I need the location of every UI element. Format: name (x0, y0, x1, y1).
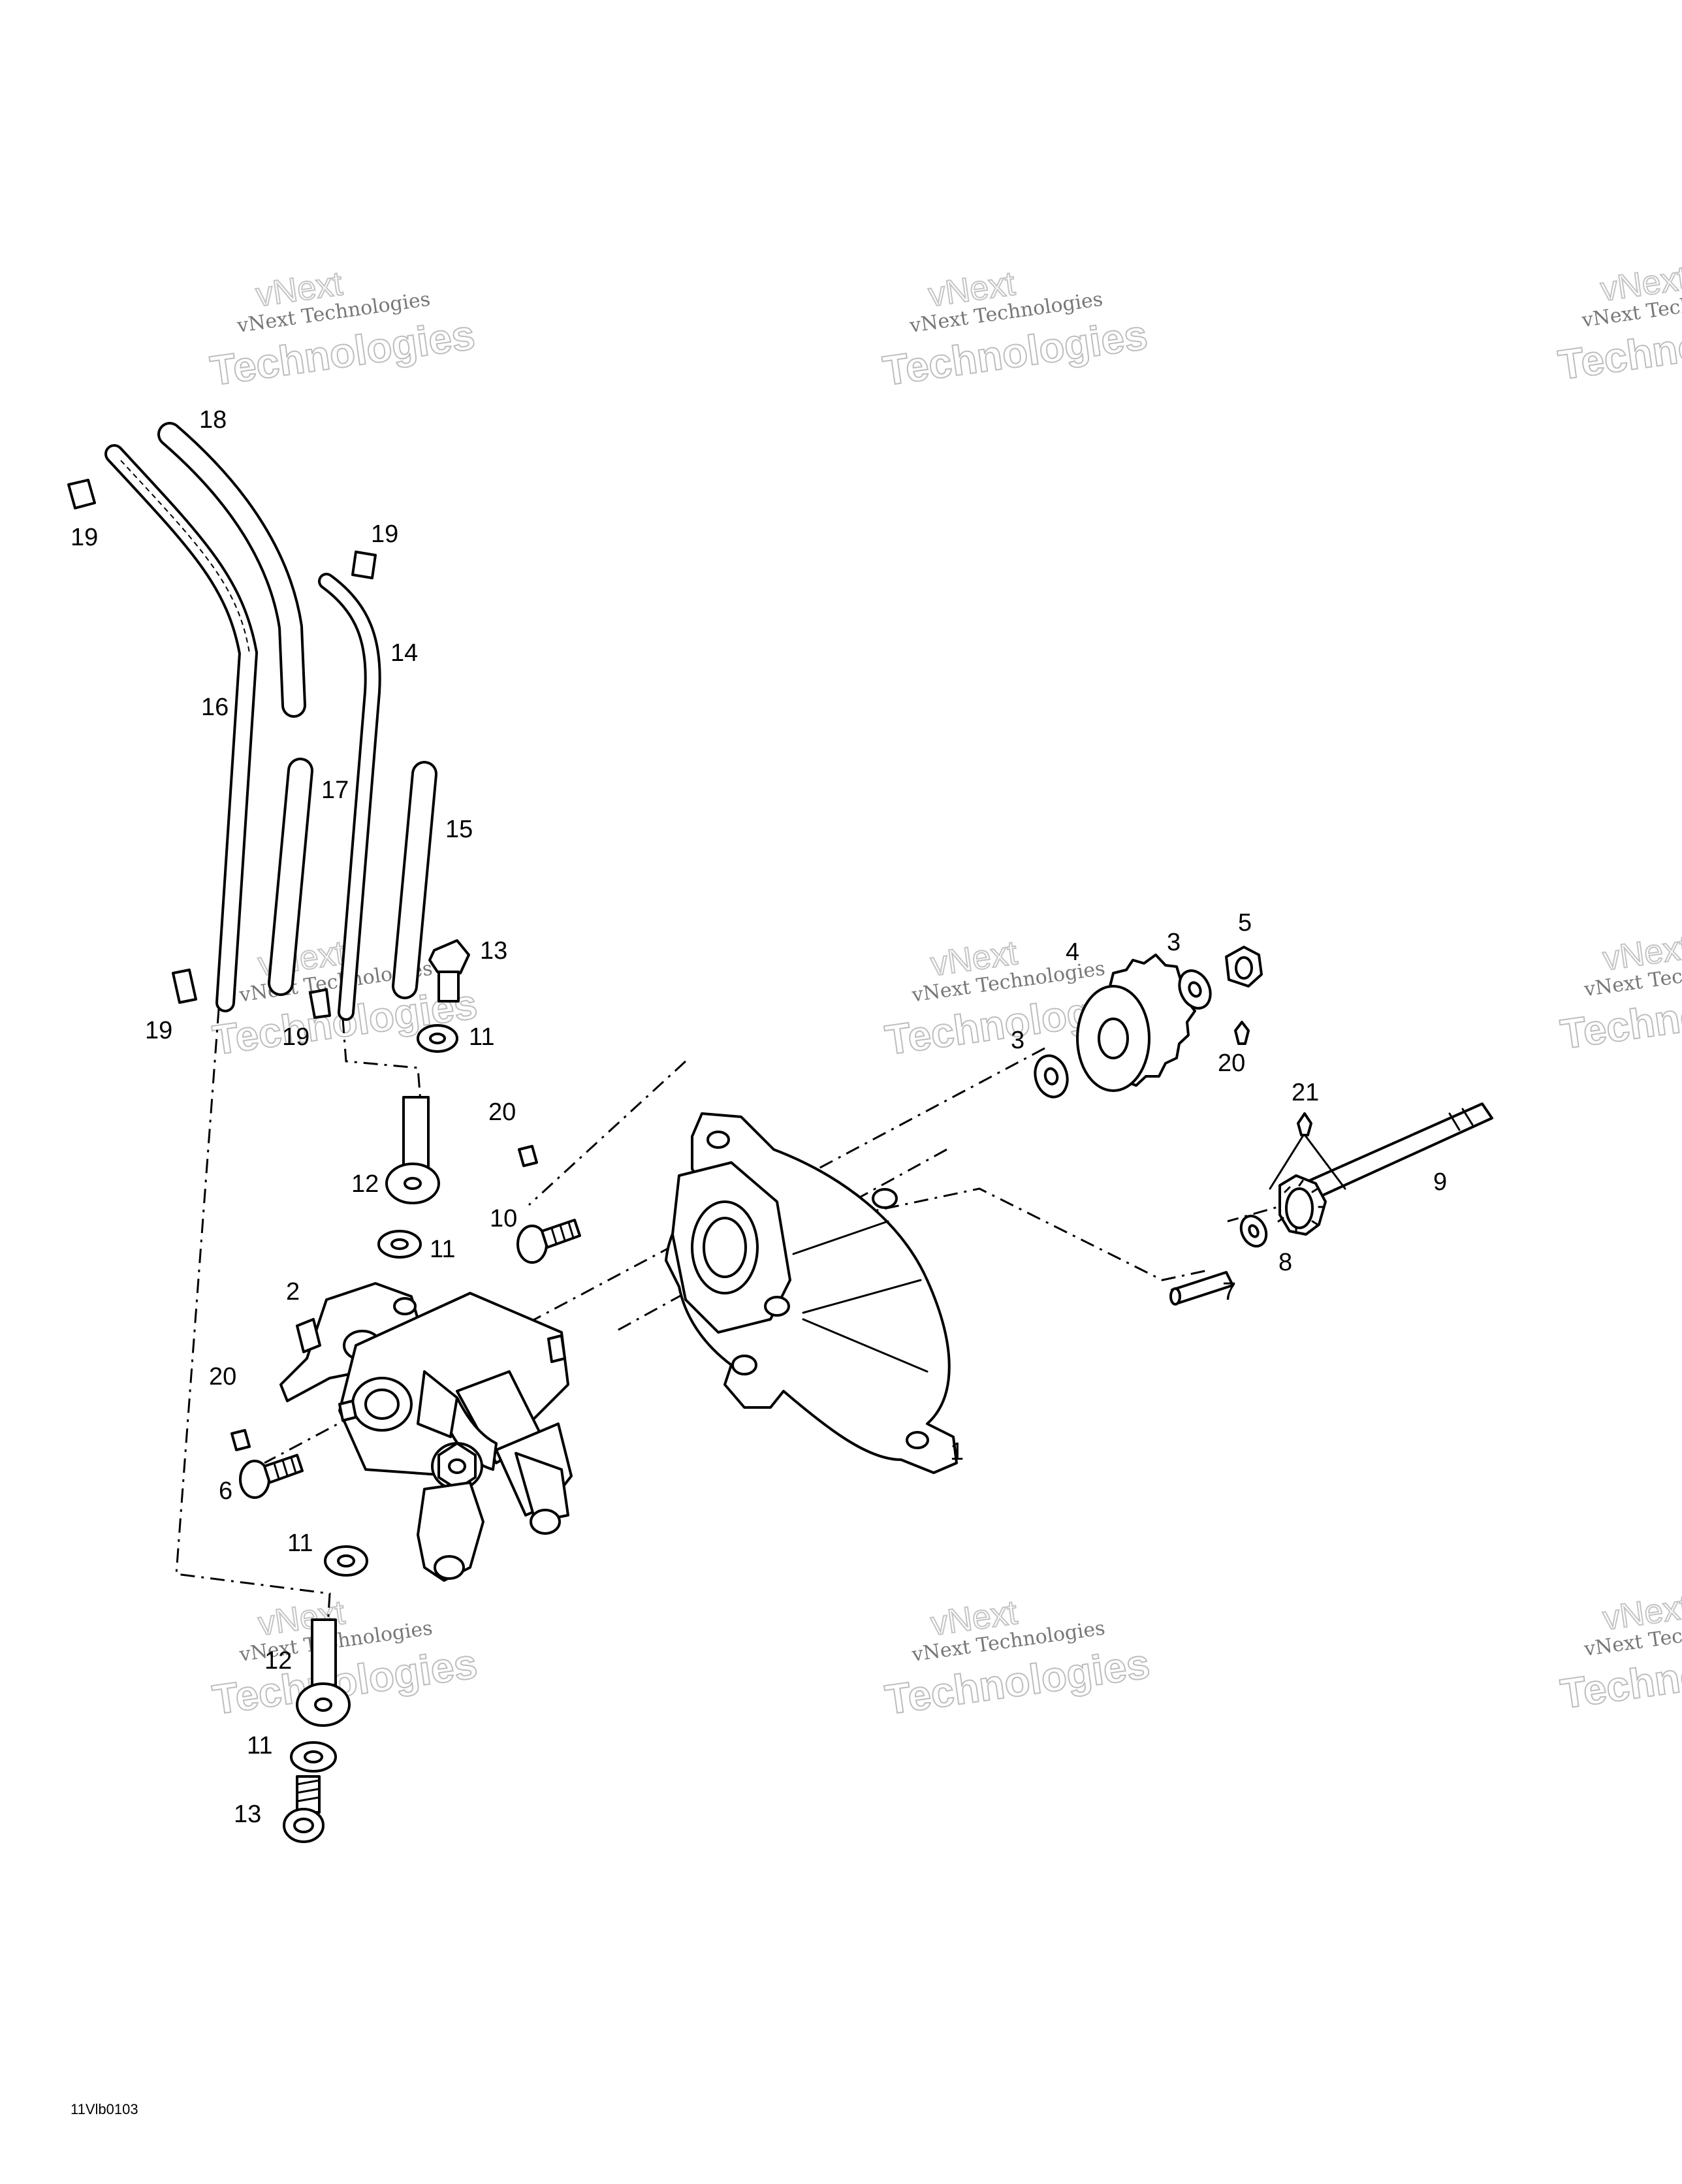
oil-pump-2 (279, 1282, 573, 1582)
callout-8: 8 (1278, 1249, 1292, 1276)
watermark-top-center: vNext vNext Technologies Technologies (880, 264, 1151, 395)
pump-shaft-9 (1277, 1102, 1493, 1236)
callout-15: 15 (445, 816, 473, 843)
sealing-washer-11-d (290, 1741, 337, 1773)
callout-11-c: 11 (287, 1530, 313, 1557)
callout-14: 14 (390, 639, 418, 667)
callout-12-lower: 12 (264, 1647, 292, 1675)
callout-17: 17 (321, 777, 349, 804)
banjo-fitting-12-top (385, 1096, 440, 1204)
callout-3-upper: 3 (1167, 929, 1181, 956)
callout-19-top-right: 19 (371, 521, 398, 548)
callout-4: 4 (1066, 939, 1079, 966)
callout-21: 21 (1292, 1079, 1319, 1106)
sealing-washer-11-a (417, 1024, 458, 1053)
callout-11-d: 11 (247, 1732, 272, 1759)
callout-19-top-left: 19 (71, 524, 98, 551)
oil-hose-17 (268, 758, 313, 996)
callout-11-b: 11 (430, 1236, 455, 1263)
plug-20-left (230, 1429, 251, 1451)
watermark-top-left: vNext vNext Technologies Technologies (207, 264, 479, 395)
watermark-low-center: vNext vNext Technologies Technologies (881, 1593, 1153, 1724)
watermark-top-right: vNext vNext Technologies Technologies (1555, 259, 1682, 389)
hose-clamp-19-top-left (67, 479, 96, 509)
screw-10 (516, 1219, 581, 1264)
oil-hose-18 (157, 422, 306, 718)
callout-16: 16 (201, 694, 229, 721)
plug-20-upper (518, 1145, 538, 1167)
callout-1: 1 (950, 1438, 964, 1466)
hose-clamp-19-top-right (351, 551, 377, 579)
callout-6: 6 (219, 1477, 232, 1505)
callout-labels: 1 2 3 3 4 5 6 7 8 9 10 11 11 11 11 12 12… (71, 406, 1447, 1828)
callout-2: 2 (286, 1278, 300, 1306)
thrust-washer-3-upper (1178, 969, 1212, 1010)
watermark-low-right: vNext vNext Technologies Technologies (1557, 1588, 1682, 1718)
callout-19-lower-left: 19 (145, 1017, 172, 1044)
oil-hose-15 (392, 761, 437, 999)
callout-5: 5 (1238, 909, 1252, 937)
hose-clamp-19-lower-mid (309, 988, 331, 1019)
drive-gear-4 (1076, 954, 1196, 1092)
thrust-washer-3-lower (1034, 1054, 1069, 1099)
washer-8 (1239, 1214, 1268, 1248)
nut-5 (1225, 946, 1263, 988)
drawing-code: 11Vlb0103 (71, 2101, 138, 2117)
hose-clamp-19-lower-left (172, 969, 197, 1004)
watermark-mid-right: vNext vNext Technologies Technologies (1557, 928, 1682, 1059)
callout-20-left: 20 (209, 1363, 236, 1390)
oil-hose-16 (104, 444, 259, 1012)
callout-3-lower: 3 (1011, 1027, 1024, 1054)
oil-pump-cover-1 (665, 1112, 958, 1474)
callout-18: 18 (199, 406, 227, 434)
banjo-bolt-13-bottom (283, 1775, 325, 1843)
callout-11-a: 11 (469, 1023, 494, 1051)
sealing-washer-11-b (377, 1230, 422, 1259)
callout-19-lower-mid: 19 (282, 1023, 309, 1051)
pin-7 (1169, 1271, 1234, 1306)
callout-13-upper: 13 (480, 937, 507, 965)
screw-6 (239, 1454, 304, 1499)
oil-hose-14 (318, 573, 381, 1021)
sealing-washer-11-c (324, 1545, 368, 1577)
callout-9: 9 (1433, 1168, 1447, 1196)
callout-13-lower: 13 (234, 1801, 261, 1828)
callout-12-upper: 12 (351, 1170, 379, 1198)
callout-7: 7 (1222, 1278, 1236, 1306)
callout-10: 10 (490, 1205, 517, 1232)
plug-20-right (1234, 1021, 1250, 1045)
callout-20-upper: 20 (488, 1099, 516, 1126)
banjo-fitting-12-bottom (296, 1618, 351, 1727)
banjo-bolt-13-top (428, 939, 470, 1003)
callout-20-right: 20 (1218, 1050, 1245, 1077)
plug-21 (1269, 1112, 1346, 1190)
